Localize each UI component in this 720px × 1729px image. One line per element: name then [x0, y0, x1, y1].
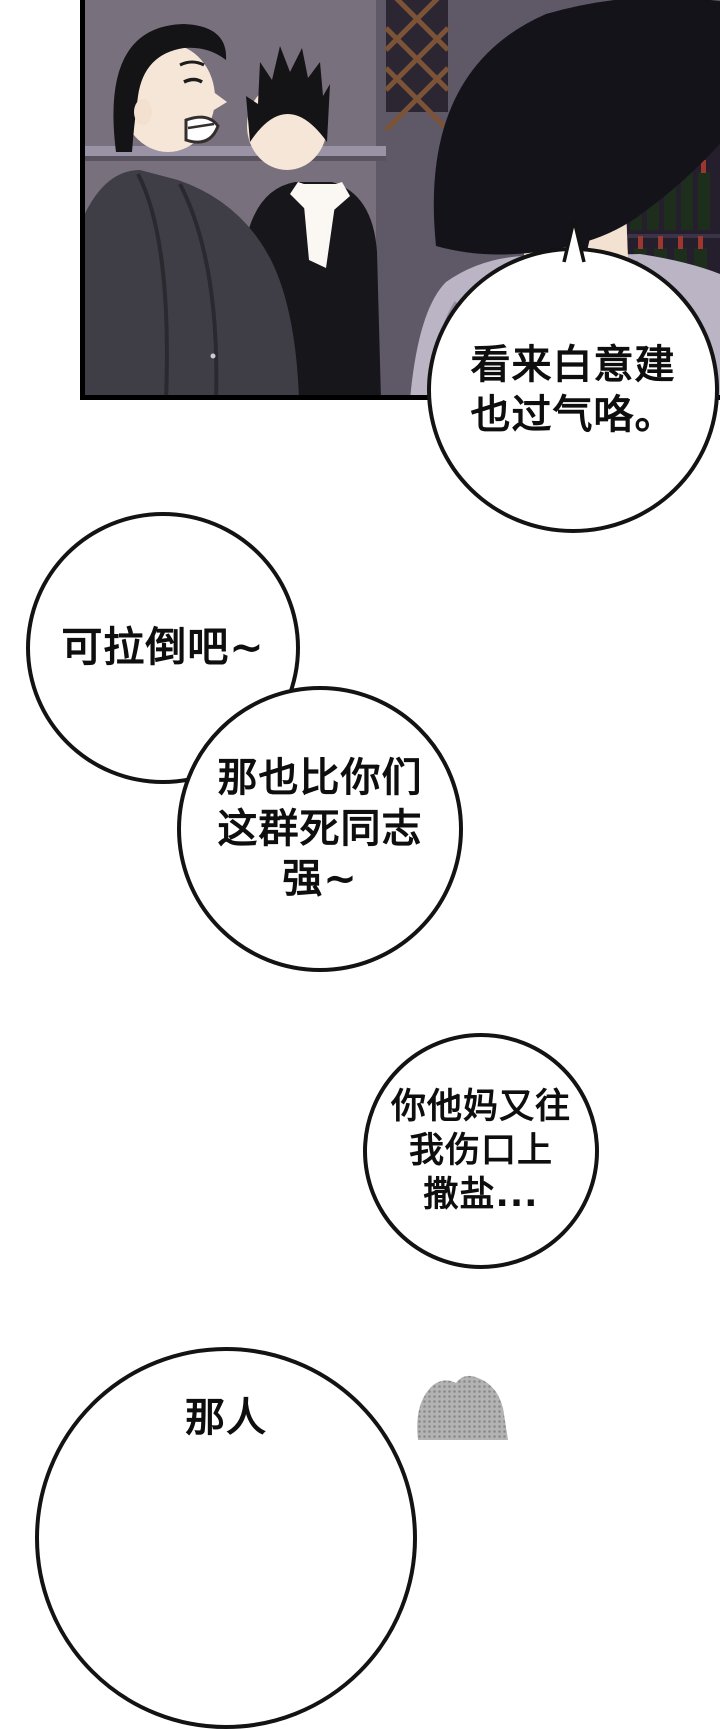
- halftone-figure-shape: [417, 1375, 508, 1440]
- wine-rack-lattice: [384, 0, 450, 132]
- comic-page: 看来白意建 也过气咯。 可拉倒吧~ 那也比你们 这群死同志 强~ 你他妈又往 我…: [26, 0, 720, 1729]
- railing: [85, 146, 386, 161]
- speech-text-3: 那也比你们 这群死同志 强~: [217, 755, 423, 903]
- man-hair: [113, 24, 227, 152]
- man-jacket: [85, 170, 299, 395]
- speech-bubble-1: 看来白意建 也过气咯。: [427, 247, 719, 533]
- speech-bubble-3: 那也比你们 这群死同志 强~: [177, 686, 463, 972]
- man-ear: [134, 99, 152, 125]
- man-nose: [208, 88, 227, 113]
- white-shirt: [302, 184, 338, 268]
- speech-text-2: 可拉倒吧~: [61, 623, 265, 672]
- man-eye: [183, 77, 203, 84]
- speech-bubble-4: 你他妈又往 我伤口上 撒盐...: [363, 1033, 599, 1269]
- man-eyebrow: [179, 60, 205, 67]
- back-hair: [433, 0, 720, 255]
- smiling-man-figure: [85, 24, 299, 395]
- bubble-1-tail: [562, 219, 586, 263]
- speech-text-5: 那人: [185, 1395, 267, 1441]
- speech-text-4: 你他妈又往 我伤口上 撒盐...: [390, 1086, 571, 1216]
- speech-text-1: 看来白意建 也过气咯。: [470, 341, 676, 438]
- boy-hair: [246, 46, 330, 142]
- speech-bubble-5: 那人: [35, 1347, 417, 1729]
